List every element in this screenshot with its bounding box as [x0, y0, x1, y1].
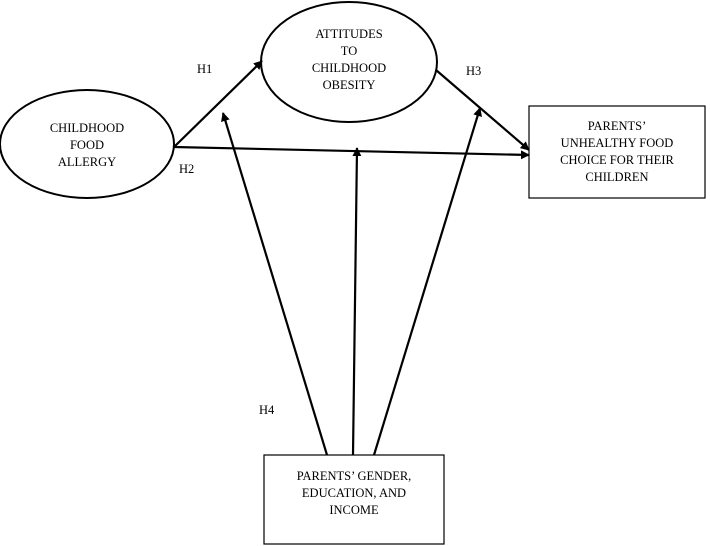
h4-arrow-to-h1 [221, 112, 329, 456]
h4-arrow-to-h2 [351, 147, 362, 456]
h1-label: H1 [197, 62, 213, 76]
moderators-label: PARENTS’ GENDER, EDUCATION, AND INCOME [296, 468, 412, 517]
h3-label: H3 [466, 64, 482, 78]
food-allergy-label: CHILDHOOD FOOD ALLERGY [49, 120, 125, 169]
h2-arrow [173, 145, 530, 160]
h1-arrow [173, 60, 263, 148]
unhealthy-choice-label: PARENTS’ UNHEALTHY FOOD CHOICE FOR THEIR… [560, 119, 674, 184]
food-allergy-node [0, 89, 175, 199]
h2-label: H2 [179, 162, 195, 176]
attitudes-label: ATTITUDES TO CHILDHOOD OBESITY [311, 27, 387, 92]
h4-label: H4 [259, 403, 275, 417]
unhealthy-choice-node [528, 105, 706, 199]
h4-arrow-to-h3 [372, 107, 482, 456]
h3-arrow [435, 69, 530, 151]
